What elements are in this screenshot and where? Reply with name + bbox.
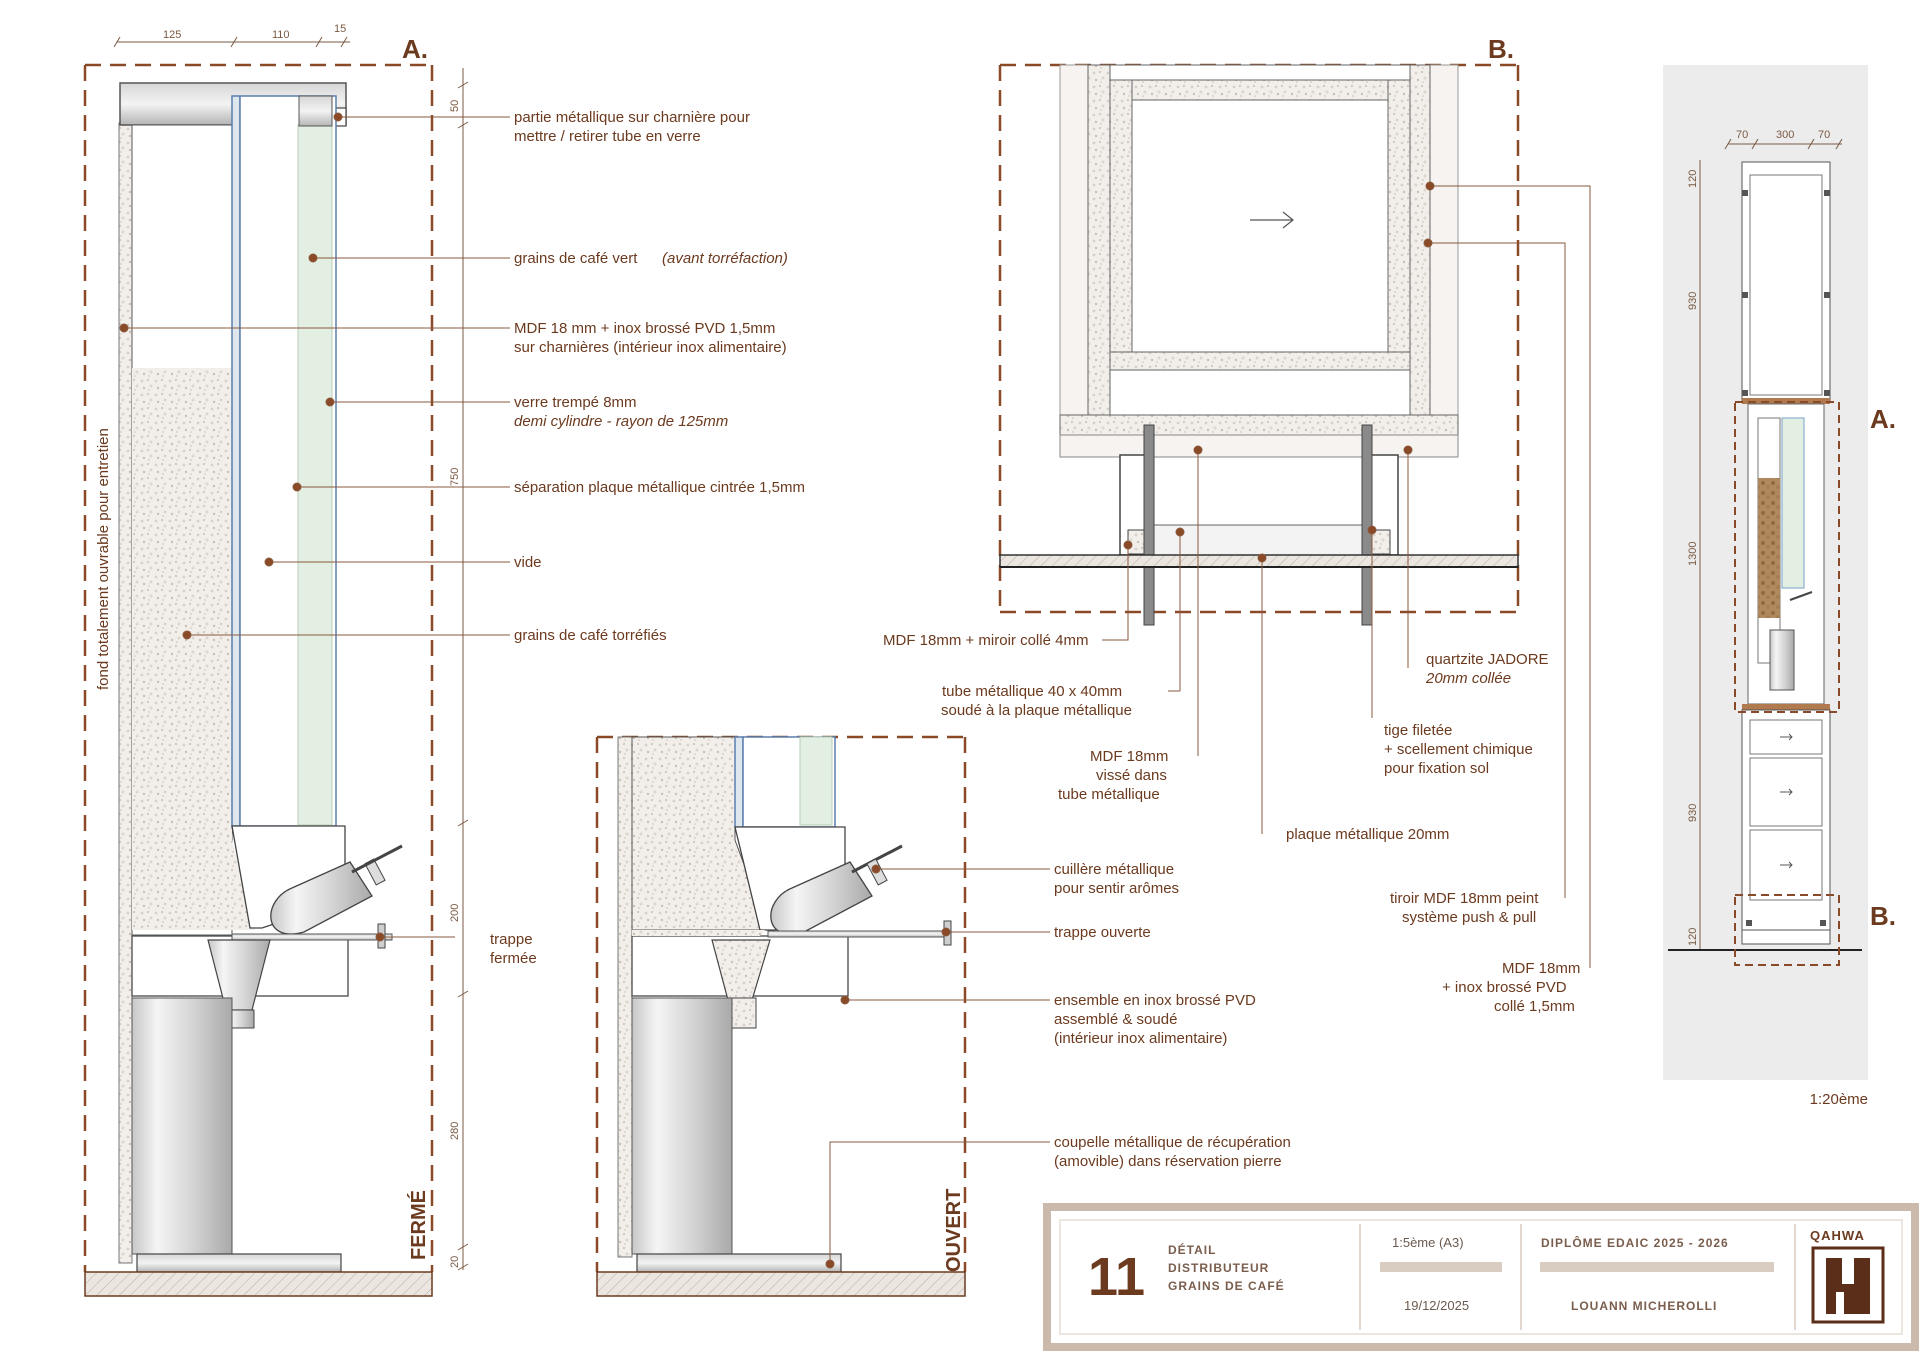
tb-logo-text: QAHWA [1810,1228,1865,1243]
glass-top-insert [298,95,333,127]
cup-closed [136,1253,342,1273]
ann-roasted: grains de café torréfiés [514,627,667,644]
ann-drawer-1: tiroir MDF 18mm peint [1390,890,1539,907]
dim-a-top-0: 125 [163,29,181,41]
ann-hatch-closed-2: fermée [490,950,537,967]
ann-mdf-screwed-3: tube métallique [1058,786,1160,803]
elev-section-a-label: A. [1870,404,1896,434]
ann-rod-3: pour fixation sol [1384,760,1489,777]
dim-a-top-2: 15 [334,23,346,35]
ann-mdf-screwed-2: vissé dans [1096,767,1167,784]
ann-hatch-closed-1: trappe [490,931,533,948]
ann-glass-2: demi cylindre - rayon de 125mm [514,413,728,430]
lower-column-closed [131,997,233,1255]
section-a-open: OUVERT [595,735,967,1297]
green-beans-layer [297,124,333,826]
tb-date: 19/12/2025 [1404,1298,1469,1313]
annotations-mid: cuillère métallique pour sentir arômes t… [825,861,1291,1269]
separation-plate [231,95,241,827]
dim-a-side-3: 280 [449,1122,461,1140]
section-b: B. [998,34,1520,626]
ann-mdf-screwed-1: MDF 18mm [1090,748,1168,765]
cup-open [636,1253,842,1273]
tb-title-1: DÉTAIL [1168,1242,1216,1257]
dim-elev-side-1: 930 [1687,292,1699,310]
ann-cup-1: coupelle métallique de récupération [1054,1134,1291,1151]
ann-metal-hinge-1: partie métallique sur charnière pour [514,109,750,126]
ann-mdf-mirror: MDF 18mm + miroir collé 4mm [883,632,1088,649]
ann-green-beans: grains de café vert [514,250,638,267]
side-dimensions-a [457,68,469,1271]
spoon-closed [270,844,403,935]
ann-quartzite-2: 20mm collée [1425,670,1511,687]
dim-a-side-1: 750 [449,468,461,486]
ann-assembly-1: ensemble en inox brossé PVD [1054,992,1256,1009]
ann-spoon-2: pour sentir arômes [1054,880,1179,897]
ann-spoon-1: cuillère métallique [1054,861,1174,878]
dim-a-side-2: 200 [449,904,461,922]
ann-mdf-inox-b-2: + inox brossé PVD [1442,979,1567,996]
ann-metal-plate: plaque métallique 20mm [1286,826,1449,843]
section-a-frame [83,63,434,1272]
ann-void: vide [514,554,542,571]
roasted-beans-fill [132,368,255,930]
tb-author: LOUANN MICHEROLLI [1571,1299,1717,1313]
dim-a-side-0: 50 [449,100,461,112]
tb-scale: 1:5ème (A3) [1392,1235,1464,1250]
ann-mdf-inox-b-3: collé 1,5mm [1494,998,1575,1015]
section-b-label: B. [1488,34,1514,64]
dim-elev-top-2: 70 [1818,129,1830,141]
title-block: 11 DÉTAIL DISTRIBUTEUR GRAINS DE CAFÉ 1:… [1043,1203,1919,1351]
tb-number: 11 [1088,1247,1145,1307]
ann-glass-1: verre trempé 8mm [514,394,637,411]
state-open: OUVERT [943,1189,965,1272]
tb-diploma: DIPLÔME EDAIC 2025 - 2026 [1541,1235,1729,1250]
ann-mdf-inox-1: MDF 18 mm + inox brossé PVD 1,5mm [514,320,775,337]
ann-assembly-2: assemblé & soudé [1054,1011,1177,1028]
ann-mdf-inox-b-1: MDF 18mm [1502,960,1580,977]
stone-base-a [84,1271,433,1297]
ann-cup-2: (amovible) dans réservation pierre [1054,1153,1282,1170]
section-a-closed: A. 125 110 15 50 750 200 280 20 [83,23,469,1297]
ann-green-beans-note: (avant torréfaction) [662,250,788,267]
annotations-a: partie métallique sur charnière pour met… [119,109,805,967]
dim-a-side-4: 20 [449,1256,461,1268]
section-a-label: A. [402,34,428,64]
ann-metal-hinge-2: mettre / retirer tube en verre [514,128,701,145]
ann-tube-1: tube métallique 40 x 40mm [942,683,1122,700]
ann-mdf-inox-2: sur charnières (intérieur inox alimentai… [514,339,787,356]
spoon-open [770,844,903,935]
scale-small: 1:20ème [1810,1091,1868,1108]
ann-hatch-open: trappe ouverte [1054,924,1151,941]
ann-rod-2: + scellement chimique [1384,741,1533,758]
elev-section-b-label: B. [1870,901,1896,931]
annotations-b: MDF 18mm + miroir collé 4mm tube métalli… [883,181,1591,1015]
dim-elev-side-0: 120 [1687,170,1699,188]
tb-title-2: DISTRIBUTEUR [1168,1261,1269,1275]
state-closed: FERMÉ [407,1190,430,1260]
dim-elev-side-3: 930 [1687,804,1699,822]
dim-elev-top-1: 300 [1776,129,1794,141]
hatch-rod-closed [231,933,393,941]
side-label-open-back: fond totalement ouvrable pour entretien [95,428,112,690]
logo-icon [1811,1246,1885,1324]
elevation-panel: 70 300 70 120 930 1300 930 120 [1663,65,1896,1080]
ann-drawer-2: système push & pull [1402,909,1536,926]
dim-elev-side-2: 1300 [1687,542,1699,566]
lower-column-open [631,997,733,1255]
ann-rod-1: tige filetée [1384,722,1452,739]
ann-separation: séparation plaque métallique cintrée 1,5… [514,479,805,496]
top-dimensions-a [113,36,350,48]
ann-tube-2: soudé à la plaque métallique [941,702,1132,719]
dim-elev-top-0: 70 [1736,129,1748,141]
ann-assembly-3: (intérieur inox alimentaire) [1054,1030,1227,1047]
dim-a-top-1: 110 [272,29,290,41]
mdf-back-panel [118,122,133,1264]
dim-elev-side-4: 120 [1687,928,1699,946]
ann-quartzite-1: quartzite JADORE [1426,651,1549,668]
tb-title-3: GRAINS DE CAFÉ [1168,1278,1285,1293]
hatch-rod-open [767,930,949,938]
